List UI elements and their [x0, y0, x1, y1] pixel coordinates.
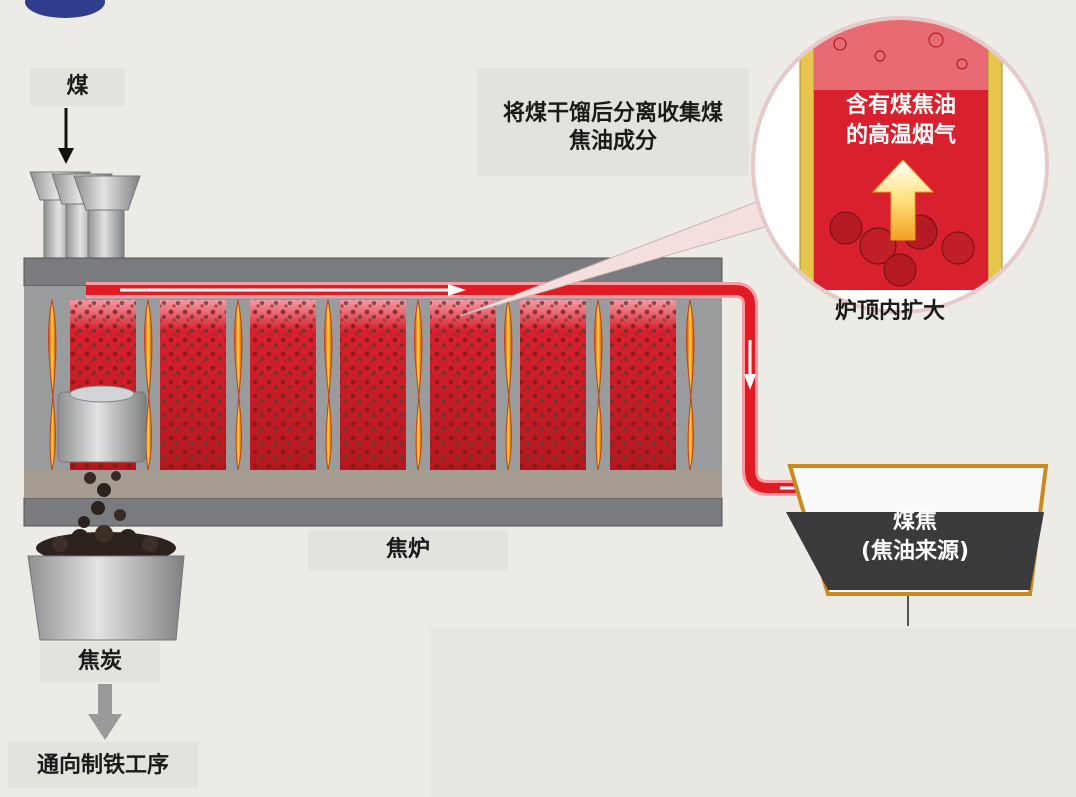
coke-label: 焦炭: [77, 649, 122, 674]
coking-chambers: [70, 300, 676, 470]
coal-tar-label-line2: (焦油来源): [860, 539, 970, 564]
purpose-label-box: [477, 68, 749, 176]
coal-label-box: [30, 68, 125, 106]
to-ironmaking-label-box: [8, 742, 198, 788]
coal-tar-label-line1: 煤焦: [892, 509, 937, 534]
callout-label-line2: 的高温烟气: [845, 123, 956, 148]
magnified-callout: [751, 16, 1049, 314]
callout-caption: 炉顶内扩大: [834, 299, 945, 324]
coal-hoppers: [29, 171, 141, 259]
callout-label-line1: 含有煤焦油: [845, 93, 956, 118]
coke-oven-label-box: [308, 530, 508, 570]
coke-hopper: [27, 555, 185, 641]
heating-flames: [48, 299, 695, 471]
down-arrow-icon: [88, 684, 122, 740]
oven-bottom-slab: [23, 497, 723, 527]
down-arrow-icon: [58, 108, 74, 164]
purpose-label-line2: 焦油成分: [568, 129, 657, 154]
coal-label: 煤: [66, 74, 89, 99]
purpose-label-line1: 将煤干馏后分离收集煤: [502, 101, 723, 126]
to-ironmaking-label: 通向制铁工序: [36, 753, 169, 778]
coke-oven-label: 焦炉: [385, 537, 430, 562]
coal-tar-tank: [786, 464, 1049, 626]
oven-floor: [24, 470, 722, 498]
blank-panel: [430, 628, 1076, 797]
corner-decoration: [25, 0, 105, 18]
coke-label-box: [40, 642, 160, 682]
up-arrow-icon: [871, 159, 935, 241]
coke-discharge-unit: [57, 385, 147, 528]
